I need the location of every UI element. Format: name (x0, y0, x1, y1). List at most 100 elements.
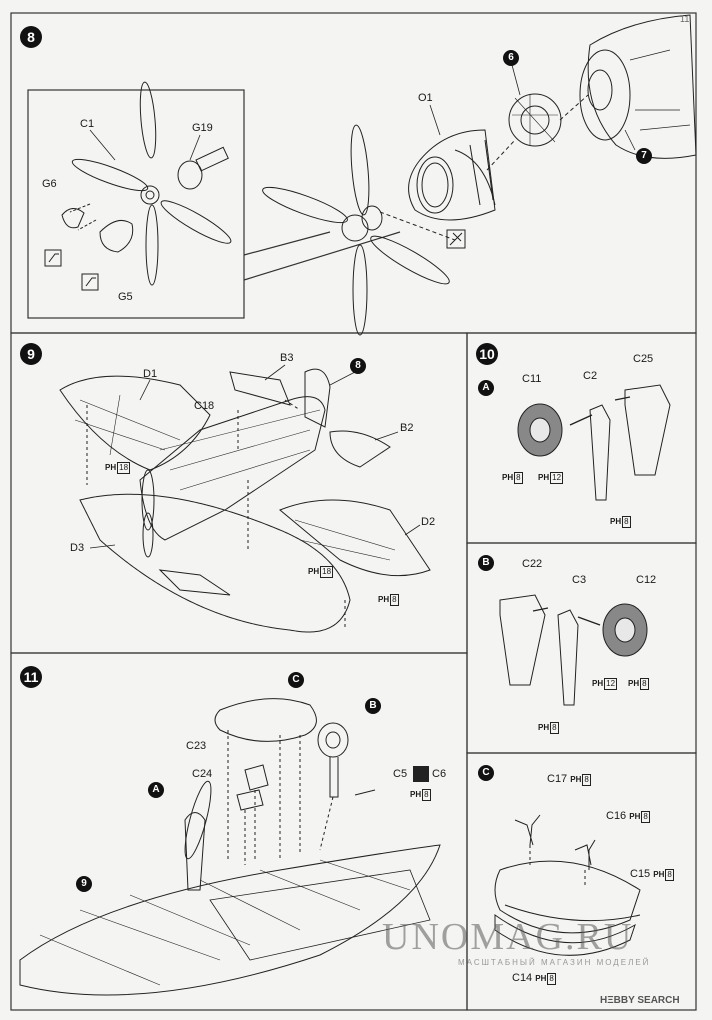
part-d1-label: D1 (143, 368, 158, 380)
paint-prefix: PH (592, 679, 604, 688)
paint-prefix: PH (378, 595, 390, 604)
paint-number: 18 (117, 462, 131, 474)
step8-main-assembly (262, 14, 697, 336)
part-g19-label: G19 (192, 122, 213, 134)
paint-prefix: PH (502, 473, 514, 482)
part-c23-label: C23 (186, 740, 207, 752)
watermark-logo: UNOMAG.RU (382, 916, 634, 958)
step8-badge: 8 (20, 26, 42, 48)
part-c24-label: C24 (192, 768, 213, 780)
paint-prefix: PH (610, 517, 622, 526)
paint-number: 8 (422, 789, 431, 801)
paint-number: 8 (665, 869, 674, 881)
subassembly-c-ref-badge: C (288, 672, 304, 688)
subassembly-7-badge: 7 (636, 148, 652, 164)
paint-number: 8 (390, 594, 399, 606)
part-c2-label: C2 (583, 370, 598, 382)
paint-prefix: PH (538, 473, 550, 482)
paint-number: 8 (514, 472, 523, 484)
glue-icons (44, 229, 466, 291)
paint-prefix: PH (629, 812, 641, 821)
subassembly-a-badge: A (478, 380, 494, 396)
hobby-search-logo: HΞΒΒY SEARCH (600, 995, 680, 1006)
step10-badge: 10 (476, 343, 498, 365)
subassembly-8-badge: 8 (350, 358, 366, 374)
paint-number: 8 (622, 516, 631, 528)
paint-prefix: PH (410, 790, 422, 799)
part-o1-label: O1 (418, 92, 433, 104)
part-c3-label: C3 (572, 574, 587, 586)
part-c16-text: C16 (606, 810, 627, 822)
part-c11-label: C11 (522, 373, 542, 385)
subassembly-6-badge: 6 (503, 50, 519, 66)
subassembly-b-badge: B (478, 555, 494, 571)
paint-number: 12 (550, 472, 564, 484)
step10b-parts (499, 594, 648, 706)
step9-badge: 9 (20, 343, 42, 365)
paint-prefix: PH (628, 679, 640, 688)
part-c5-label: C5 (393, 768, 408, 780)
part-c14-text: C14 (512, 972, 533, 984)
part-c12-label: C12 (636, 574, 657, 586)
part-c25-label: C25 (633, 353, 654, 365)
paint-number: 8 (641, 811, 650, 823)
part-g5-label: G5 (118, 291, 133, 303)
subassembly-a-ref-badge: A (148, 782, 164, 798)
cut-option-icon (413, 766, 429, 782)
step10c-panel (466, 752, 697, 1011)
subassembly-9-ref-badge: 9 (76, 876, 92, 892)
part-d2-label: D2 (421, 516, 436, 528)
part-c17-text: C17 (547, 773, 568, 785)
paint-prefix: PH (570, 775, 582, 784)
part-c6-label: C6 (432, 768, 447, 780)
step10c-parts (494, 814, 641, 956)
paint-number: 8 (547, 973, 556, 985)
paint-prefix: PH (535, 974, 547, 983)
part-d3-label: D3 (70, 542, 85, 554)
step11-parts (19, 698, 441, 996)
page-number: 11 (680, 14, 690, 24)
step8-inset (27, 89, 245, 319)
subassembly-b-ref-badge: B (365, 698, 381, 714)
paint-prefix: PH (105, 463, 117, 472)
paint-prefix: PH (308, 567, 320, 576)
step10a-panel (466, 332, 697, 544)
paint-prefix: PH (653, 870, 665, 879)
paint-number: 8 (550, 722, 559, 734)
step8-inset-prop (61, 81, 232, 286)
watermark-subtitle: МАСШТАБНЫЙ МАГАЗИН МОДЕЛЕЙ (458, 958, 651, 967)
step11-badge: 11 (20, 666, 42, 688)
part-b2-label: B2 (400, 422, 414, 434)
step10a-parts (517, 384, 671, 501)
paint-number: 8 (640, 678, 649, 690)
part-b3-label: B3 (280, 352, 294, 364)
part-g6-label: G6 (42, 178, 57, 190)
paint-number: 8 (582, 774, 591, 786)
part-c18-label: C18 (194, 400, 215, 412)
part-c1-label: C1 (80, 118, 95, 130)
paint-prefix: PH (538, 723, 550, 732)
step9-aircraft (59, 368, 431, 633)
part-c15-text: C15 (630, 868, 651, 880)
paint-number: 18 (320, 566, 334, 578)
subassembly-c-badge: C (478, 765, 494, 781)
